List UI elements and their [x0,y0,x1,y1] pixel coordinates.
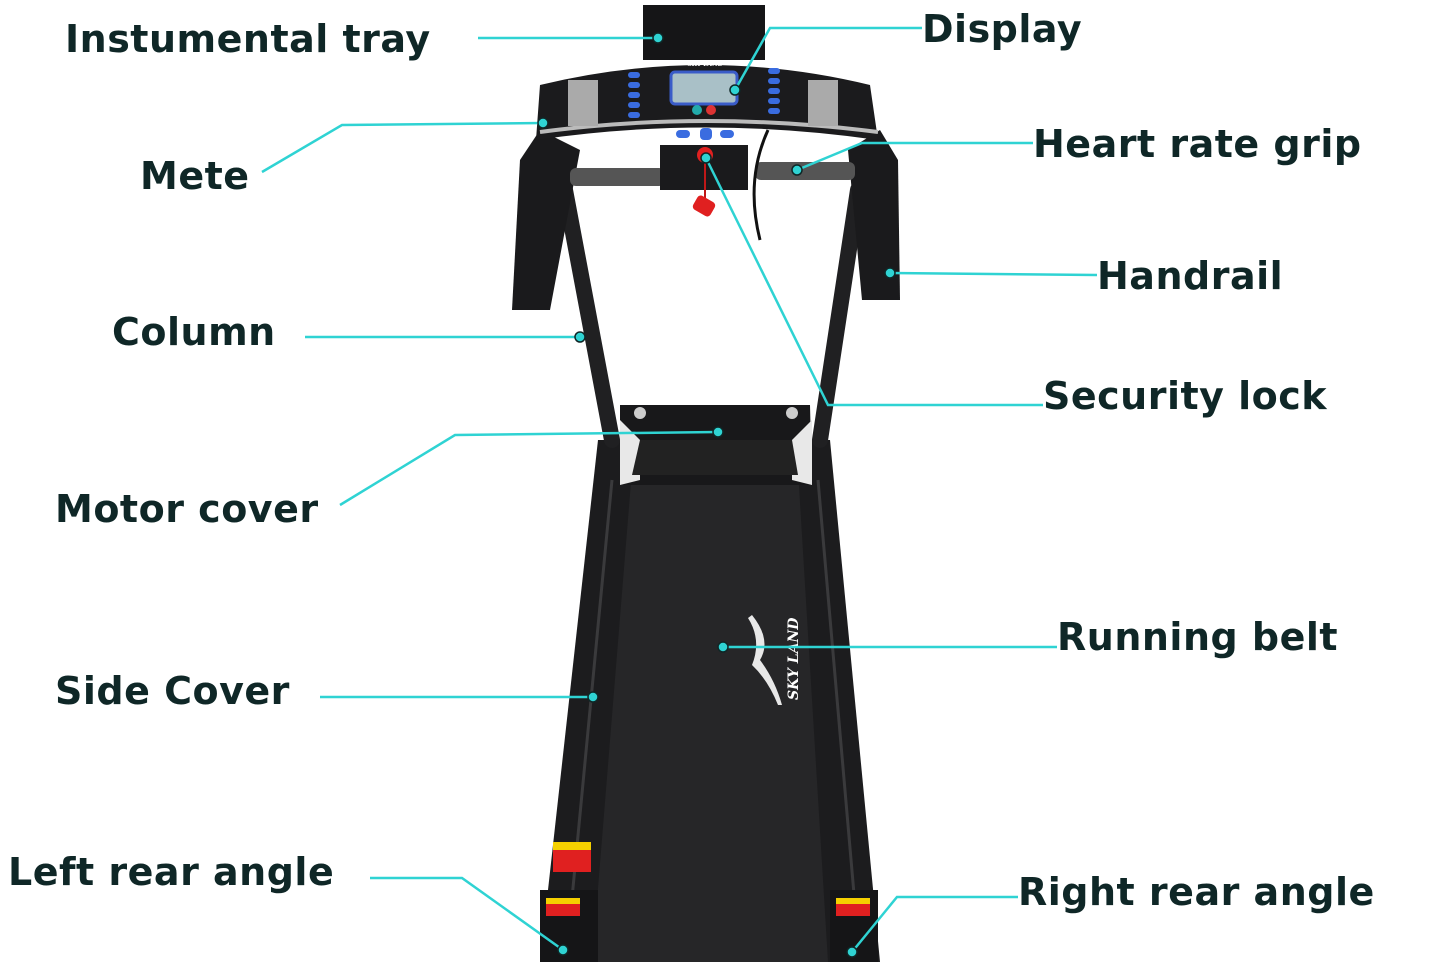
label-side-cover: Side Cover [55,669,290,713]
belt-logo: SKY LAND [748,615,802,705]
display-screen [669,70,739,106]
leader-dots [537,32,896,958]
label-left-rear-angle: Left rear angle [8,850,335,894]
brand-logo: SKY LAND [687,61,722,68]
label-column: Column [112,310,276,354]
label-right-rear-angle: Right rear angle [1018,870,1375,914]
svg-text:SKY LAND: SKY LAND [786,617,802,700]
handrail [512,130,900,310]
label-heart-rate-grip: Heart rate grip [1033,122,1362,166]
instrumental-tray [643,5,765,60]
running-belt [592,470,828,962]
label-running-belt: Running belt [1057,615,1339,659]
column [557,182,866,448]
leader-lines [261,26,1098,953]
label-display: Display [922,7,1083,51]
label-instrumental-tray: Instumental tray [65,17,431,61]
heart-rate-grip [570,162,855,186]
label-meter: Mete [140,154,250,198]
label-handrail: Handrail [1097,254,1284,298]
label-security-lock: Security lock [1043,374,1328,418]
label-motor-cover: Motor cover [55,487,319,531]
